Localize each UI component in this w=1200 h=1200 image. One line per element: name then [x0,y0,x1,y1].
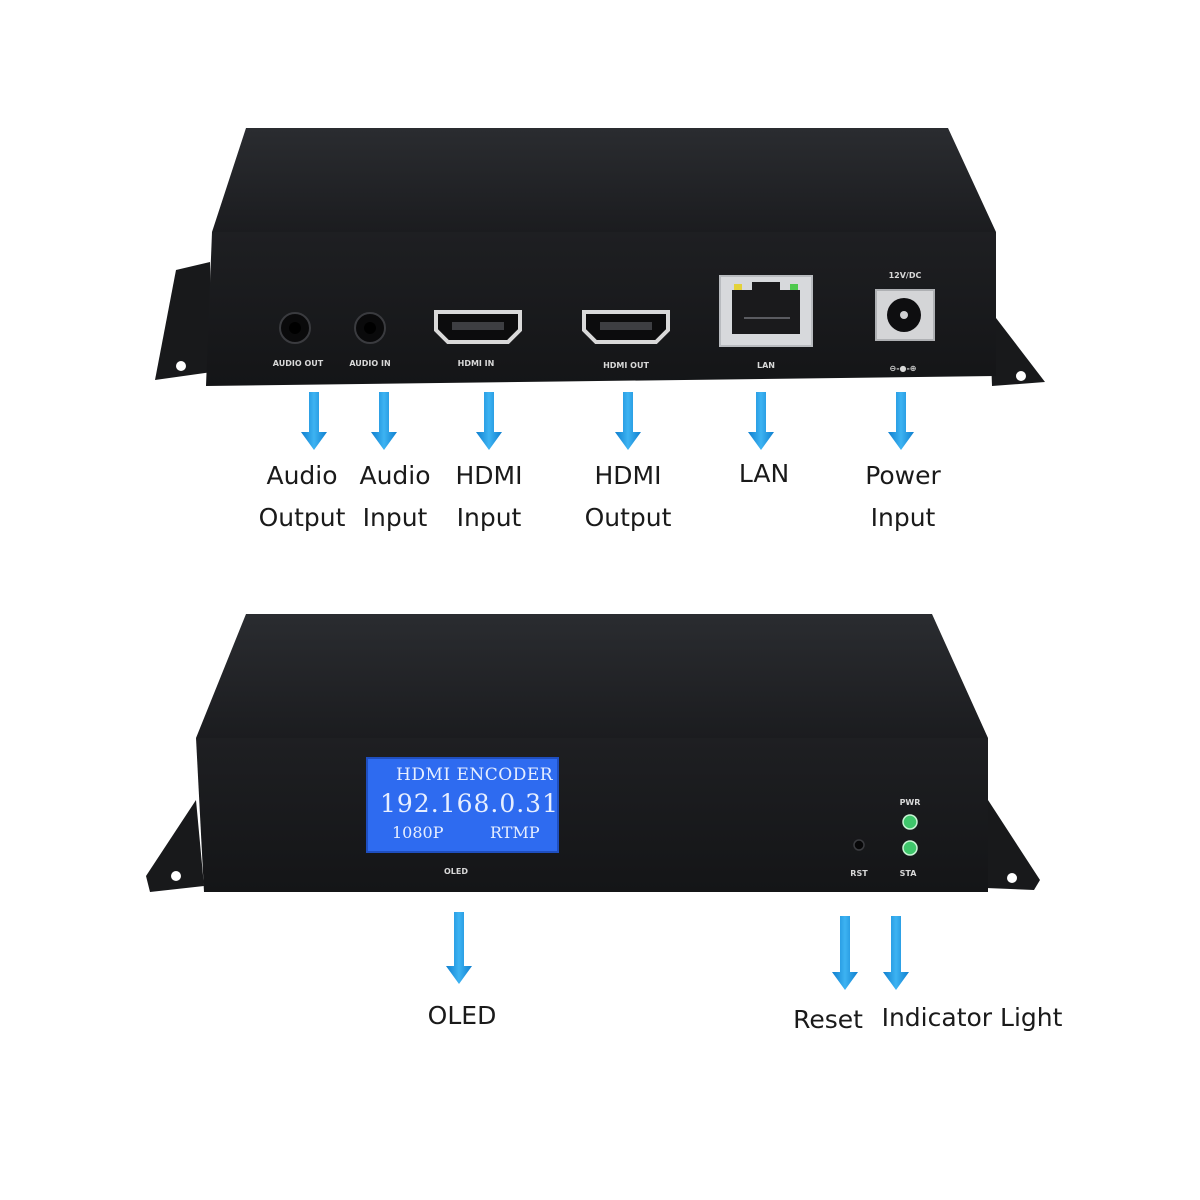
audio-out-jack [279,312,311,344]
lan-port [719,275,813,347]
oled-line-1: HDMI ENCODER [396,765,554,785]
pwr-led [902,814,918,830]
callout-indicator-light-label: Indicator Light [881,1003,1063,1032]
oled-line-3-left: 1080P [392,823,444,842]
reset-pinhole [853,839,865,851]
arrow-hdmi-output [615,392,641,450]
front-right-mounting-flange [986,800,1040,890]
front-device-face [196,738,988,892]
power-rating-silk: 12V/DC [889,271,922,280]
callout-hdmi-input-line1: HDMI [455,461,523,490]
callout-power-input-line1: Power [865,461,941,490]
hdmi-out-silk: HDMI OUT [603,361,649,370]
arrow-indicator-light [883,916,909,990]
callout-lan-line1: LAN [738,459,790,488]
audio-out-silk: AUDIO OUT [273,359,324,368]
callout-reset: Reset [793,999,863,1041]
right-mounting-flange [990,318,1045,386]
arrow-power-input [888,392,914,450]
front-left-flange-hole [171,871,181,881]
lan-silk: LAN [757,361,775,370]
callout-hdmi-output: HDMI Output [585,455,672,539]
oled-silk: OLED [444,867,468,876]
callout-hdmi-output-line1: HDMI [594,461,662,490]
callout-audio-input-line2: Input [362,503,428,532]
callout-power-input: Power Input [865,455,941,539]
lan-led-green [790,284,798,290]
callout-audio-input-line1: Audio [359,461,431,490]
audio-in-jack [354,312,386,344]
callout-audio-output-line2: Output [258,503,346,532]
arrow-audio-output [301,392,327,450]
callout-audio-input: Audio Input [359,455,430,539]
oled-line-2: 192.168.0.31 [380,789,559,818]
callout-audio-output-line1: Audio [266,461,338,490]
callout-oled: OLED [428,995,497,1037]
hdmi-out-port [582,310,670,344]
callout-reset-label: Reset [793,1005,863,1034]
rst-silk: RST [850,869,868,878]
polarity-silk: ⊖-●-⊕ [889,364,916,373]
sta-silk: STA [900,869,918,878]
arrow-hdmi-input [476,392,502,450]
left-flange-hole [176,361,186,371]
callout-indicator-light: Indicator Light [882,997,1063,1039]
callout-lan: LAN [739,453,789,495]
audio-in-silk: AUDIO IN [349,359,390,368]
rear-device-face [206,232,996,386]
arrow-audio-input [371,392,397,450]
front-device: PWR STA RST OLED [146,614,1040,892]
arrow-oled [446,912,472,984]
callout-power-input-line2: Input [870,503,936,532]
oled-display: HDMI ENCODER 192.168.0.31 1080P RTMP [366,757,559,853]
rear-device: AUDIO OUT AUDIO IN HDMI IN HDMI OUT LAN … [155,128,1045,386]
callout-audio-output: Audio Output [259,455,346,539]
hdmi-in-silk: HDMI IN [458,359,495,368]
callout-oled-label: OLED [427,1001,497,1030]
callout-hdmi-output-line2: Output [584,503,672,532]
lan-led-yellow [734,284,742,290]
front-right-flange-hole [1007,873,1017,883]
callout-hdmi-input: HDMI Input [456,455,523,539]
front-left-mounting-flange [146,800,204,892]
arrow-lan [748,392,774,450]
oled-line-3-right: RTMP [490,823,540,842]
sta-led [902,840,918,856]
callout-hdmi-input-line2: Input [456,503,522,532]
right-flange-hole [1016,371,1026,381]
front-device-top [196,614,988,738]
left-mounting-flange [155,262,212,380]
hdmi-in-port [434,310,522,344]
pwr-silk: PWR [900,798,921,807]
arrow-reset [832,916,858,990]
rear-device-top [212,128,996,232]
power-jack [875,289,935,341]
